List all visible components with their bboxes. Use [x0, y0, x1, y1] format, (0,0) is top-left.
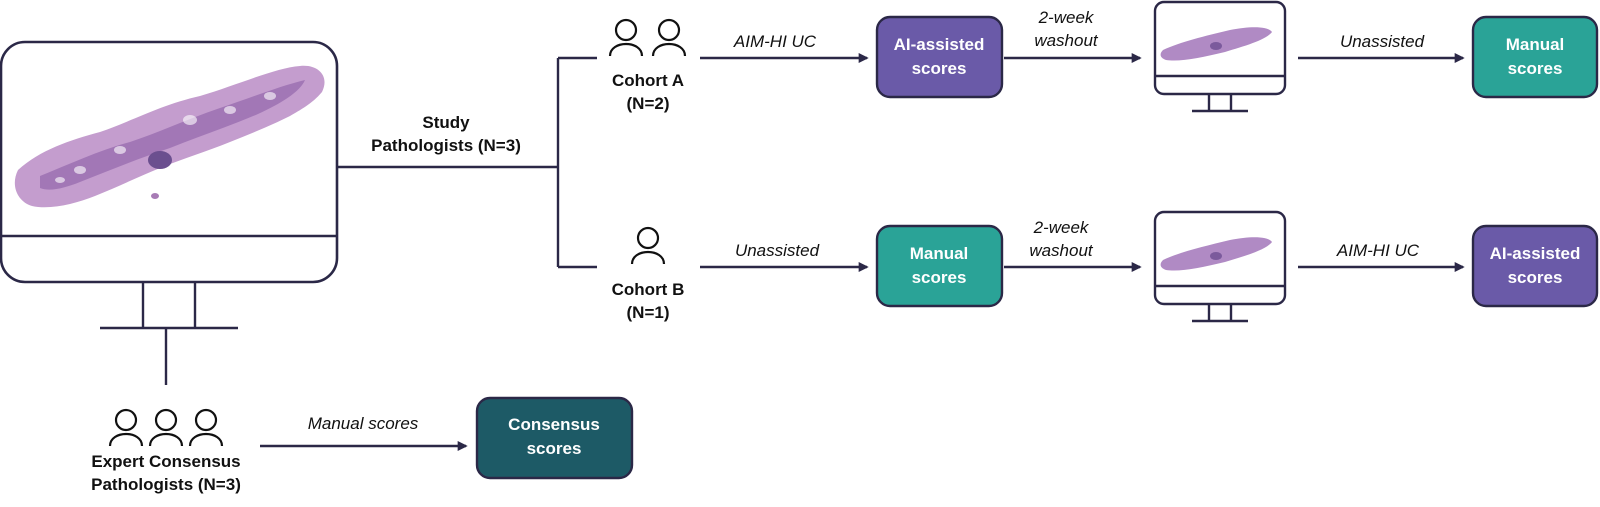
- expert-step-label: Manual scores: [308, 414, 419, 433]
- tissue-slide-image: [14, 65, 325, 208]
- cohort-a-manual-box: Manual scores: [1471, 15, 1599, 99]
- cohort-b-label: Cohort B: [612, 280, 685, 299]
- cohort-b-person-icon: [630, 226, 666, 265]
- cohort-a-box1-line2: scores: [912, 59, 967, 78]
- cohort-b-manual-box: Manual scores: [875, 224, 1004, 308]
- cohort-a-label: Cohort A: [612, 71, 684, 90]
- cohort-a-step2-label: Unassisted: [1340, 32, 1425, 51]
- cohort-a-washout-line1: 2-week: [1038, 8, 1095, 27]
- cohort-a-ai-assisted-box: AI-assisted scores: [875, 15, 1004, 99]
- cohort-b-ai-assisted-box: AI-assisted scores: [1471, 224, 1599, 308]
- cohort-b-box2-line2: scores: [1508, 268, 1563, 287]
- cohort-a-monitor-icon: [1153, 0, 1287, 113]
- cohort-a-washout-line2: washout: [1034, 31, 1099, 50]
- cohort-a-count: (N=2): [627, 94, 670, 113]
- study-label-line1: Study: [422, 113, 470, 132]
- expert-label-line2: Pathologists (N=3): [91, 475, 241, 494]
- cohort-b-step1-label: Unassisted: [735, 241, 820, 260]
- cohort-b-washout-line1: 2-week: [1033, 218, 1090, 237]
- expert-label-line1: Expert Consensus: [91, 452, 240, 471]
- cohort-b-washout-line2: washout: [1029, 241, 1094, 260]
- consensus-box: Consensus scores: [475, 396, 634, 480]
- cohort-b-box1-line1: Manual: [910, 244, 969, 263]
- study-connector-lines: [164, 56, 597, 385]
- expert-people-icon: [108, 408, 224, 447]
- consensus-box-line1: Consensus: [508, 415, 600, 434]
- cohort-a-box2-line1: Manual: [1506, 35, 1565, 54]
- cohort-b-box1-line2: scores: [912, 268, 967, 287]
- cohort-a-people-icon: [608, 18, 687, 57]
- cohort-a-box1-line1: AI-assisted: [894, 35, 985, 54]
- study-label-line2: Pathologists (N=3): [371, 136, 521, 155]
- cohort-a-box2-line2: scores: [1508, 59, 1563, 78]
- cohort-a-step1-label: AIM-HI UC: [733, 32, 817, 51]
- cohort-b-step2-label: AIM-HI UC: [1336, 241, 1420, 260]
- consensus-box-line2: scores: [527, 439, 582, 458]
- cohort-b-box2-line1: AI-assisted: [1490, 244, 1581, 263]
- main-monitor-icon: [0, 40, 339, 330]
- cohort-b-count: (N=1): [627, 303, 670, 322]
- cohort-b-monitor-icon: [1153, 210, 1287, 323]
